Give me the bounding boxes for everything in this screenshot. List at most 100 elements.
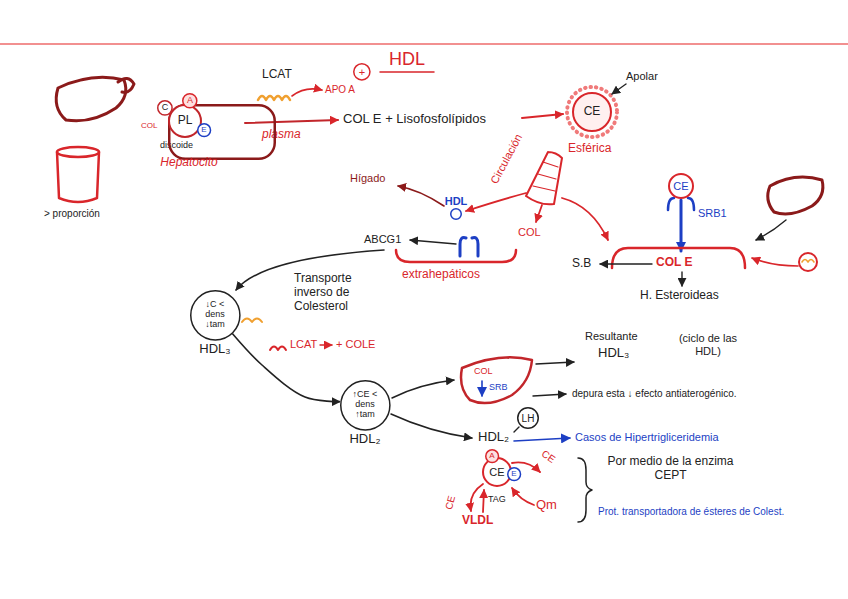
note-label: (ciclo de las HDL) bbox=[668, 332, 748, 357]
molecule-label: COL E bbox=[656, 256, 692, 270]
phospholipid-disc-shape bbox=[169, 105, 201, 137]
receptor-label: SRB1 bbox=[698, 207, 727, 220]
activation-arrow bbox=[292, 89, 322, 96]
exchange-arrow bbox=[483, 490, 484, 512]
molecule-label: COL bbox=[141, 121, 157, 130]
node-heading: Hepatocito bbox=[160, 156, 217, 169]
uptake-arrow bbox=[680, 200, 683, 251]
note-label: > proporción bbox=[44, 208, 100, 220]
title-underline bbox=[380, 71, 434, 73]
node-text: ↓C < dens ↓tam bbox=[197, 300, 233, 330]
maturation-arrow bbox=[522, 114, 563, 118]
node-text: + bbox=[359, 66, 365, 78]
receptor-ester: CE bbox=[668, 173, 694, 199]
apoprotein-dot-shape bbox=[183, 94, 197, 108]
molecule-label: CE bbox=[443, 495, 458, 511]
hdl-particle-shape bbox=[451, 209, 462, 220]
funnel-hatch bbox=[533, 162, 558, 191]
liver-arrow bbox=[398, 186, 444, 206]
node-text: A bbox=[187, 96, 193, 106]
leader-arrow bbox=[681, 272, 682, 286]
node-heading: HDL₂ bbox=[349, 432, 380, 446]
compartment-label: Circulación bbox=[488, 132, 525, 186]
circulation-funnel bbox=[526, 152, 562, 204]
apoprotein-dot: E bbox=[507, 467, 521, 481]
exchange-arrow bbox=[512, 488, 534, 505]
process-label: Transporte inverso de Colesterol bbox=[294, 272, 376, 313]
uptake-arrow bbox=[481, 381, 483, 396]
leader-arrow bbox=[612, 84, 626, 94]
liver-lobe bbox=[118, 78, 134, 92]
enzyme-squiggle bbox=[258, 96, 290, 100]
note-label: Resultante bbox=[585, 330, 638, 343]
adrenal-icon bbox=[799, 253, 817, 271]
receptor-label: SRB bbox=[489, 382, 508, 392]
exchange-arrow bbox=[471, 484, 484, 511]
node-text: A bbox=[489, 452, 494, 461]
leader-arrow bbox=[600, 263, 652, 264]
lipase-circle: LH bbox=[517, 407, 539, 429]
curly-brace bbox=[578, 458, 592, 522]
particle-label: Qm bbox=[536, 498, 557, 513]
leader-arrow bbox=[536, 362, 574, 364]
cholesterol-dot-shape bbox=[158, 101, 172, 115]
plus-circle-shape bbox=[354, 64, 370, 80]
particle-label: HDL₃ bbox=[598, 346, 629, 361]
liver-icon bbox=[56, 77, 126, 120]
vessel-body bbox=[57, 152, 99, 202]
note-label: Apolar bbox=[626, 70, 658, 83]
compartment-label: plasma bbox=[262, 128, 301, 142]
tissue-label: extrahepáticos bbox=[402, 268, 480, 282]
molecule-label: COL bbox=[474, 366, 493, 376]
vessel-top bbox=[57, 147, 99, 157]
note-label: Casos de Hipertrigliceridemia bbox=[575, 431, 719, 444]
organ-label: Hígado bbox=[350, 172, 385, 185]
enzyme-squiggle bbox=[242, 319, 262, 323]
receptor-ester-shape bbox=[669, 174, 693, 198]
circulation-arrow bbox=[536, 205, 542, 222]
liver-icon bbox=[461, 357, 532, 403]
node-text: LH bbox=[522, 413, 535, 424]
enzyme-squiggle bbox=[802, 260, 814, 263]
apoprotein-dot-shape bbox=[508, 468, 521, 481]
hdl2-particle-shape bbox=[340, 380, 389, 429]
hdl3-particle-shape bbox=[190, 290, 239, 339]
node-text: PL bbox=[178, 114, 193, 127]
spherical-hdl: CE bbox=[572, 92, 612, 132]
sphere-dots bbox=[567, 87, 617, 137]
phospholipid-disc: PL bbox=[168, 104, 202, 138]
pathway-arrow bbox=[392, 380, 454, 398]
apoprotein-dot-shape bbox=[486, 450, 499, 463]
leader-arrow bbox=[410, 240, 456, 244]
hdl-particle: HDL bbox=[450, 208, 462, 220]
enzyme-label: LCAT bbox=[290, 338, 317, 351]
node-text: ↑CE < dens ↑tam bbox=[347, 390, 383, 420]
exchange-particle-shape bbox=[483, 458, 511, 486]
protein-label: APO A bbox=[325, 84, 355, 96]
tissue-bracket bbox=[396, 250, 516, 262]
node-text: C bbox=[162, 103, 169, 113]
adrenal-arrow bbox=[752, 258, 798, 266]
molecule-label: CE bbox=[539, 448, 557, 465]
node-heading: HDL bbox=[445, 195, 468, 207]
pathway-arrow bbox=[391, 414, 472, 438]
enzyme-squiggle bbox=[270, 347, 286, 351]
shape-label: discoide bbox=[160, 140, 193, 150]
transporter-label: ABCG1 bbox=[364, 233, 401, 246]
leader-arrow bbox=[320, 344, 332, 345]
page-rule bbox=[0, 43, 848, 45]
plus-circle: + bbox=[353, 63, 371, 81]
node-heading: HDL₃ bbox=[199, 342, 230, 356]
molecule-label: COL bbox=[518, 226, 541, 239]
circulation-arrow bbox=[466, 193, 526, 211]
liver-icon bbox=[768, 177, 823, 214]
particle-label: HDL₂ bbox=[478, 430, 509, 445]
shape-label: Esférica bbox=[568, 142, 611, 156]
product-label: COL E + Lisofosfolípidos bbox=[343, 112, 486, 127]
spherical-hdl-shape bbox=[573, 93, 611, 131]
node-text: CE bbox=[489, 466, 504, 478]
hepatocyte-box: PLCAEHepatocito bbox=[135, 98, 243, 154]
node-text: CE bbox=[584, 105, 601, 118]
lipase-circle-shape bbox=[518, 408, 539, 429]
